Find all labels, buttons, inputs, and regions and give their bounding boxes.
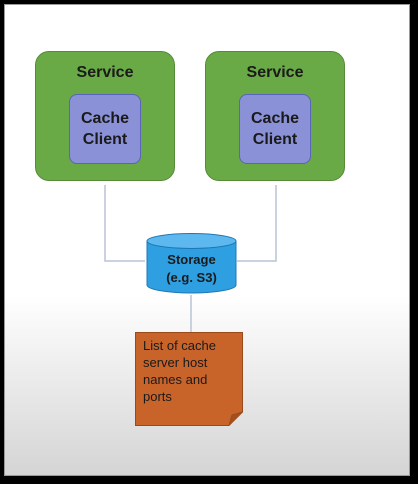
storage-cylinder: Storage (e.g. S3) (146, 233, 237, 295)
cache-client-label-line2: Client (82, 131, 128, 148)
note-shape (135, 332, 243, 426)
note-line: server host (143, 355, 208, 370)
service-box-left: Service Cache Client (35, 51, 175, 181)
cache-client-box: Cache Client (69, 94, 141, 164)
connector-lines (104, 185, 277, 332)
cache-client-label-line1: Cache (250, 110, 300, 127)
host-list-note: List of cache server host names and port… (135, 332, 243, 426)
service-title: Service (76, 64, 134, 81)
connector-right (237, 185, 277, 262)
note-line: names and (143, 372, 208, 387)
storage-label: Storage (e.g. S3) (146, 251, 237, 287)
service-title: Service (246, 64, 304, 81)
note-text: List of cache server host names and port… (143, 337, 237, 405)
cylinder-shape (146, 233, 237, 294)
storage-label-line1: Storage (167, 252, 216, 267)
note-line: ports (143, 389, 172, 404)
cache-client-label-line1: Cache (80, 110, 130, 127)
note-line: List of cache (143, 338, 216, 353)
service-box-right: Service Cache Client (205, 51, 345, 181)
storage-label-line2: (e.g. S3) (166, 270, 217, 285)
cache-client-box: Cache Client (239, 94, 311, 164)
diagram-slide: Service Cache Client Service Cache Clien… (4, 4, 410, 476)
connector-left (104, 185, 145, 262)
cache-client-label-line2: Client (252, 131, 298, 148)
